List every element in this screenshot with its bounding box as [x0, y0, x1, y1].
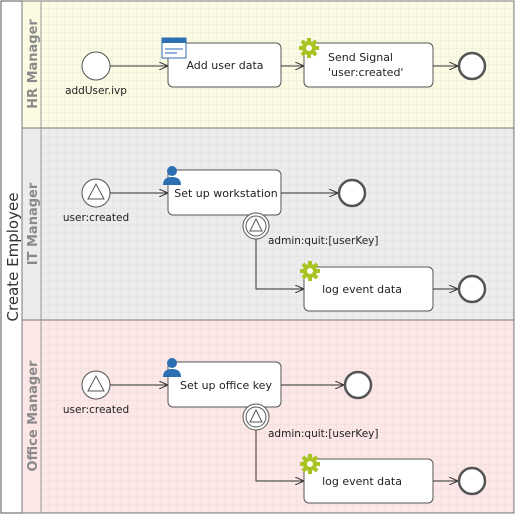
end-event[interactable] [457, 51, 487, 81]
sequence-flow[interactable] [255, 430, 304, 481]
start-event-label: addUser.ivp [65, 85, 127, 97]
gear-icon [300, 261, 320, 281]
lane-label-it: IT Manager [26, 182, 41, 265]
lane-label-office: Office Manager [26, 360, 41, 471]
task-label: log event data [322, 475, 402, 488]
sequence-flow[interactable] [255, 239, 304, 289]
task-label: Add user data [186, 59, 263, 72]
task-log-event-data[interactable]: log event data [303, 266, 434, 312]
task-log-event-data[interactable]: log event data [303, 458, 434, 504]
task-set-up-workstation[interactable]: Set up workstation [167, 169, 282, 216]
boundary-signal-event[interactable] [242, 212, 270, 240]
task-label-line2: 'user:created' [328, 66, 403, 79]
task-add-user-data[interactable]: Add user data [167, 42, 282, 88]
start-event-adduser[interactable] [81, 51, 111, 81]
user-icon [163, 166, 181, 185]
boundary-event-label: admin:quit:[userKey] [268, 428, 378, 440]
lane-label-hr: HR Manager [26, 19, 41, 109]
start-event-label: user:created [63, 404, 129, 416]
task-label-line1: Send Signal [328, 51, 393, 64]
signal-triangle-icon [87, 182, 105, 200]
task-label: Set up workstation [174, 187, 278, 200]
end-event[interactable] [457, 466, 487, 496]
signal-triangle-icon [87, 374, 105, 392]
gear-icon [299, 38, 319, 58]
task-set-up-office-key[interactable]: Set up office key [167, 361, 282, 408]
signal-triangle-icon [249, 408, 263, 423]
end-event[interactable] [337, 178, 367, 208]
boundary-signal-event[interactable] [242, 403, 270, 431]
gear-icon [300, 454, 320, 474]
pool-label: Create Employee [4, 193, 22, 322]
user-icon [163, 358, 181, 377]
task-label: Set up office key [180, 379, 272, 392]
form-icon [161, 37, 187, 59]
boundary-event-label: admin:quit:[userKey] [268, 235, 378, 247]
task-send-signal[interactable]: Send Signal 'user:created' [303, 42, 434, 88]
end-event[interactable] [343, 370, 373, 400]
start-event-label: user:created [63, 212, 129, 224]
signal-triangle-icon [249, 217, 263, 232]
task-label: log event data [322, 283, 402, 296]
end-event[interactable] [457, 274, 487, 304]
